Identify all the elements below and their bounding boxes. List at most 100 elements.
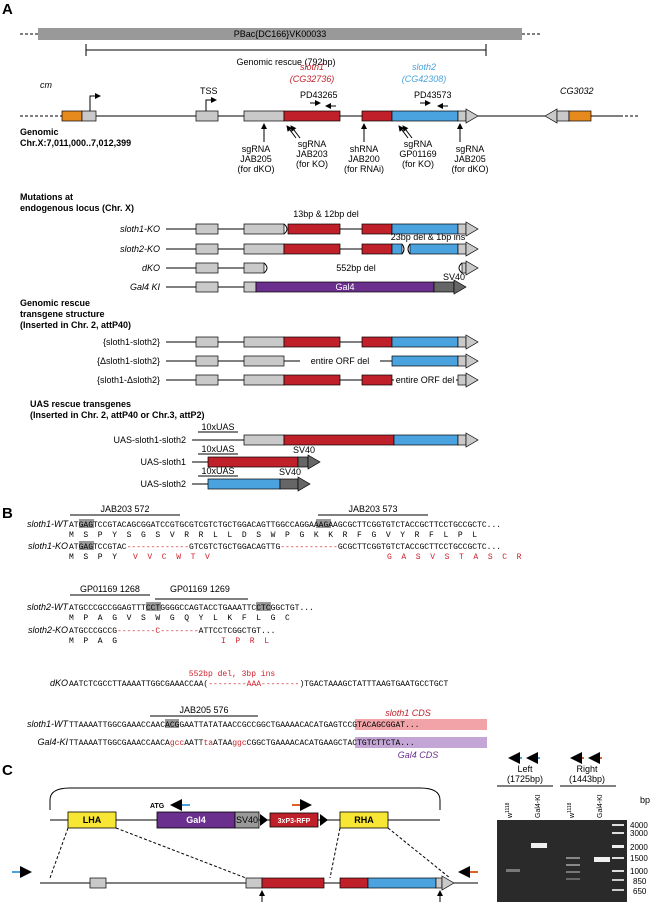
cg3032-utr xyxy=(556,110,570,122)
sv40-label-3: SV40 xyxy=(279,467,301,477)
gal4-cds-box xyxy=(355,737,487,748)
guide2-l2: JAB203 xyxy=(296,149,328,159)
seq-s2wt: ATGCCCGCCGGAGTTTCCTGGGGCCAGTACCTGAAATTCC… xyxy=(69,604,314,613)
band-right-ki xyxy=(594,857,610,862)
guide2-l1: sgRNA xyxy=(298,139,327,149)
ladder-650: 650 xyxy=(633,887,647,896)
cg3032-arrow xyxy=(544,108,558,124)
sv40-c-label: SV40 xyxy=(236,815,258,825)
rescue-label: Genomic rescue (792bp) xyxy=(236,57,335,67)
uas-1: 10xUAS xyxy=(201,422,234,432)
ladder-band-2000 xyxy=(612,845,624,848)
row-u3: UAS-sloth2 xyxy=(140,479,186,489)
del-13-12: 13bp & 12bp del xyxy=(293,209,359,219)
guide4-l1: sgRNA xyxy=(404,139,433,149)
seq-s1ko-label: sloth1-KO xyxy=(28,541,68,551)
seq-s2ko-label: sloth2-KO xyxy=(28,625,68,635)
lane-ki2: Gal4-KI xyxy=(597,794,604,818)
ladder-850: 850 xyxy=(633,877,647,886)
guide3-l3: (for RNAi) xyxy=(344,164,384,174)
guide4-l3: (for KO) xyxy=(402,159,434,169)
gel-right: Right xyxy=(576,764,598,774)
jab573: JAB203 573 xyxy=(348,504,397,514)
cm-exon xyxy=(61,110,83,122)
uas-title-1: UAS rescue transgenes xyxy=(30,399,131,409)
sloth1-cds-box xyxy=(355,719,487,730)
guide2-l3: (for KO) xyxy=(296,159,328,169)
guide1-l2: JAB205 xyxy=(240,154,272,164)
sv40-label-1: SV40 xyxy=(443,272,465,282)
sloth1-label: sloth1 xyxy=(300,62,324,72)
grt-title-1: Genomic rescue xyxy=(20,298,90,308)
mutations-title-1: Mutations at xyxy=(20,192,73,202)
sv40-box xyxy=(234,811,260,829)
gal4-cds-label: Gal4 CDS xyxy=(398,750,439,760)
aa-s2ko-b: I P R L xyxy=(221,637,269,646)
panel-label-b: B xyxy=(2,505,13,522)
genomic-title: Genomic xyxy=(20,127,59,137)
grt-title-3: (Inserted in Chr. 2, attP40) xyxy=(20,320,131,330)
lha-label: LHA xyxy=(83,815,102,825)
row-r1: {sloth1-sloth2} xyxy=(103,337,160,347)
aa-s1ko-c: G A S V S T A S C R xyxy=(387,553,522,562)
pd43265-label: PD43265 xyxy=(300,90,338,100)
guide5-l3: (for dKO) xyxy=(451,164,488,174)
seq-s1wt2: TTAAAATTGGCGAAACCAACACGGAATTATATAACCGCCG… xyxy=(69,721,419,730)
sloth1-cg-label: (CG32736) xyxy=(290,74,335,84)
sloth1-orf-2 xyxy=(361,110,393,122)
pd43573-label: PD43573 xyxy=(414,90,452,100)
seq-gal4ki: TTAAAATTGGCGAAACCAACAgccAATTtaATAAggcCGG… xyxy=(69,739,415,748)
guide1-l1: sgRNA xyxy=(242,144,271,154)
plasmid-backbone xyxy=(49,787,441,810)
seq-dko: AATCTCGCCTTAAAATTGGCGAAACCAA(--------AAA… xyxy=(69,680,448,689)
seq-s1ko: ATGAGTCCGTAC-------------GTCGTCTGCTGGACA… xyxy=(69,543,501,552)
guide3-l1: shRNA xyxy=(350,144,379,154)
genomic-coords: Chr.X:7,011,000..7,012,399 xyxy=(20,138,131,148)
ladder-band-1500 xyxy=(612,857,624,859)
aa-s2ko-a: M P A G xyxy=(69,637,117,646)
seq-s1wt: ATGAGTCCGTACAGCGGATCCGTGCGTCGTCTGCTGGACA… xyxy=(69,521,501,530)
gel-right-bp: (1443bp) xyxy=(569,774,605,784)
seq-dko-label: dKO xyxy=(50,678,68,688)
exon1 xyxy=(195,110,219,122)
mutations-title-2: endogenous locus (Chr. X) xyxy=(20,203,134,213)
ladder-band-4000 xyxy=(612,824,624,826)
cm-label: cm xyxy=(40,80,53,90)
ladder-1000: 1000 xyxy=(630,867,648,876)
guide5-l2: JAB205 xyxy=(454,154,486,164)
seq-gal4ki-label: Gal4-KI xyxy=(37,737,68,747)
gel-left-bp: (1725bp) xyxy=(507,774,543,784)
row-r2: {Δsloth1-sloth2} xyxy=(97,356,160,366)
seq-s2wt-label: sloth2-WT xyxy=(27,602,70,612)
rha-box xyxy=(339,811,389,829)
gal4-label: Gal4 xyxy=(335,282,354,292)
aa-s1wt: M S P Y S G S V R R L L D S W P G K K R … xyxy=(69,531,477,540)
jab572: JAB203 572 xyxy=(100,504,149,514)
uas-3: 10xUAS xyxy=(201,466,234,476)
seq-s1wt-label: sloth1-WT xyxy=(27,519,70,529)
guide5-l1: sgRNA xyxy=(456,144,485,154)
gel-bp-label: bp xyxy=(640,795,650,805)
row-u2: UAS-sloth1 xyxy=(140,457,186,467)
lane-ki1: Gal4-KI xyxy=(535,794,542,818)
rfp-box xyxy=(269,812,319,828)
sloth2-cg-label: (CG42308) xyxy=(402,74,447,84)
seq-s2ko: ATGCCCGCCG--------C--------ATTCCTCGGCTGT… xyxy=(69,627,275,636)
lha-box xyxy=(67,811,117,829)
band-left-ki xyxy=(531,843,547,848)
row-sloth1-ko: sloth1-KO xyxy=(120,224,160,234)
uas-title-2: (Inserted in Chr. 2, attP40 or Chr.3, at… xyxy=(30,410,205,420)
pam-4 xyxy=(146,602,161,611)
orf-del-1: entire ORF del xyxy=(311,356,370,366)
row-dko: dKO xyxy=(142,263,160,273)
sloth1-cds-label: sloth1 CDS xyxy=(385,708,431,718)
ladder-1500: 1500 xyxy=(630,854,648,863)
ladder-3000: 3000 xyxy=(630,829,648,838)
pam-3 xyxy=(79,541,94,550)
ladder-band-650 xyxy=(612,889,624,891)
rfp-label: 3xP3-RFP xyxy=(278,818,311,825)
uas-2: 10xUAS xyxy=(201,444,234,454)
row-sloth2-ko: sloth2-KO xyxy=(120,244,160,254)
lane-w1: w1118 xyxy=(505,802,514,819)
